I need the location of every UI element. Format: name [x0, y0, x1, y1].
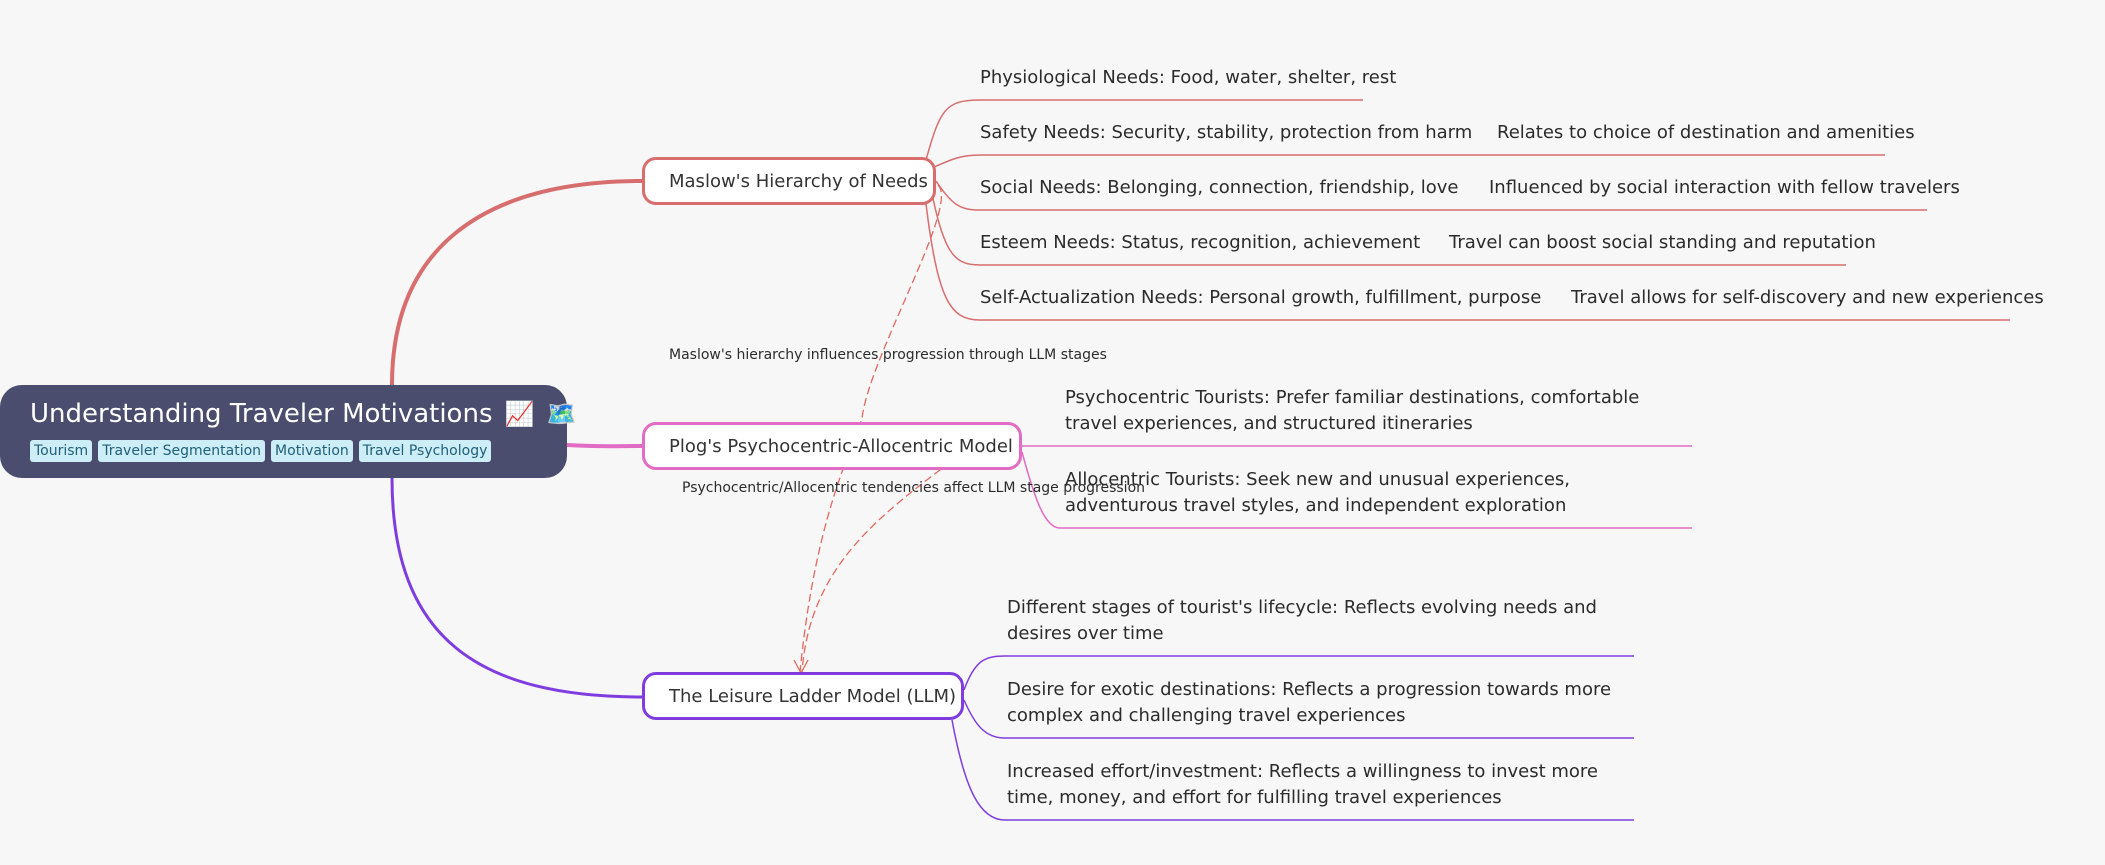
relation-label-plog-llm[interactable]: Psychocentric/Allocentric tendencies aff…	[682, 480, 1146, 496]
maslow-esteem-note[interactable]: Travel can boost social standing and rep…	[1449, 232, 1876, 253]
root-tags: Tourism Traveler Segmentation Motivation…	[30, 440, 567, 463]
tag-motivation[interactable]: Motivation	[271, 440, 353, 463]
topic-llm[interactable]: The Leisure Ladder Model (LLM)	[642, 672, 964, 720]
llm-increased-effort[interactable]: Increased effort/investment: Reflects a …	[1007, 761, 1598, 808]
root-node[interactable]: Understanding Traveler Motivations 📈 🗺️ …	[0, 385, 577, 478]
plog-branches	[1021, 445, 1692, 529]
topic-llm-label: The Leisure Ladder Model (LLM)	[669, 685, 957, 707]
root-title: Understanding Traveler Motivations 📈 🗺️	[30, 399, 577, 429]
chart-emoji-icon: 📈	[504, 400, 535, 428]
topic-plog[interactable]: Plog's Psychocentric-Allocentric Model	[642, 422, 1022, 470]
topic-plog-label: Plog's Psychocentric-Allocentric Model	[669, 435, 1013, 457]
llm-lifecycle-stages[interactable]: Different stages of tourist's lifecycle:…	[1007, 597, 1597, 644]
maslow-esteem[interactable]: Esteem Needs: Status, recognition, achie…	[980, 232, 1421, 253]
maslow-safety[interactable]: Safety Needs: Security, stability, prote…	[980, 122, 1473, 143]
edge-root-plog	[566, 443, 644, 449]
topic-maslow[interactable]: Maslow's Hierarchy of Needs	[642, 157, 936, 205]
edge-root-llm	[390, 477, 644, 699]
tag-tourism[interactable]: Tourism	[30, 440, 93, 463]
map-emoji-icon: 🗺️	[546, 400, 577, 428]
topic-maslow-label: Maslow's Hierarchy of Needs	[669, 170, 928, 192]
llm-exotic-destinations[interactable]: Desire for exotic destinations: Reflects…	[1007, 679, 1612, 726]
maslow-branches	[925, 99, 2010, 321]
plog-allocentric[interactable]: Allocentric Tourists: Seek new and unusu…	[1065, 469, 1571, 516]
relation-lines	[799, 184, 961, 673]
edge-root-maslow	[390, 179, 644, 386]
maslow-self-actualization-note[interactable]: Travel allows for self-discovery and new…	[1571, 287, 2044, 308]
tag-travel-psychology[interactable]: Travel Psychology	[358, 440, 492, 463]
tag-traveler-segmentation[interactable]: Traveler Segmentation	[98, 440, 266, 463]
maslow-self-actualization[interactable]: Self-Actualization Needs: Personal growt…	[980, 287, 1542, 308]
maslow-physiological[interactable]: Physiological Needs: Food, water, shelte…	[980, 67, 1397, 88]
relation-label-maslow-llm[interactable]: Maslow's hierarchy influences progressio…	[669, 347, 1107, 363]
maslow-social-note[interactable]: Influenced by social interaction with fe…	[1489, 177, 1960, 198]
maslow-social[interactable]: Social Needs: Belonging, connection, fri…	[980, 177, 1459, 198]
llm-branches	[951, 655, 1634, 821]
maslow-safety-note[interactable]: Relates to choice of destination and ame…	[1497, 122, 1915, 143]
plog-psychocentric[interactable]: Psychocentric Tourists: Prefer familiar …	[1065, 387, 1640, 434]
